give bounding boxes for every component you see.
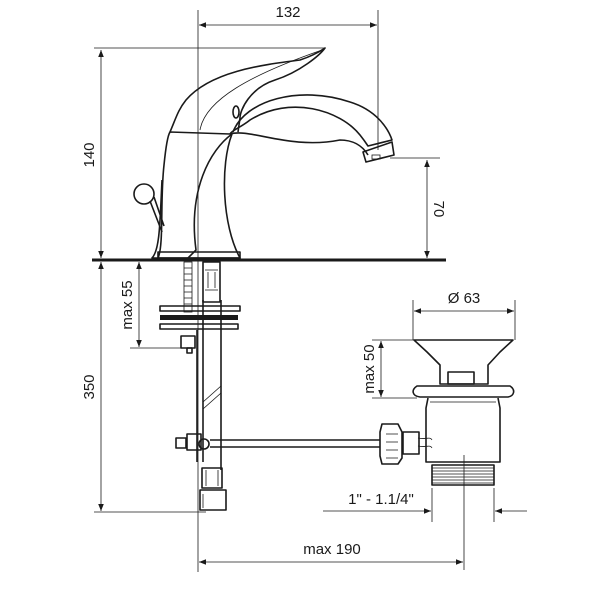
dim-waste-thread: 1" - 1.1/4" (348, 491, 414, 508)
popup-waste (412, 339, 515, 570)
popup-rod (175, 423, 420, 465)
dim-height: 140 (81, 142, 98, 167)
dim-deck-thickness: max 55 (119, 280, 136, 329)
dim-waste-diameter: Ø 63 (448, 290, 481, 307)
dim-waste-distance: max 190 (303, 541, 361, 558)
dim-below-deck: 350 (81, 374, 98, 399)
dim-spout-reach: 132 (275, 4, 300, 21)
mounting-assembly (159, 261, 241, 511)
dim-waste-thickness: max 50 (361, 344, 378, 393)
extension-lines (94, 10, 516, 572)
dim-spout-height: 70 (430, 201, 447, 218)
dimension-lines (98, 22, 527, 565)
faucet-body (133, 47, 395, 259)
